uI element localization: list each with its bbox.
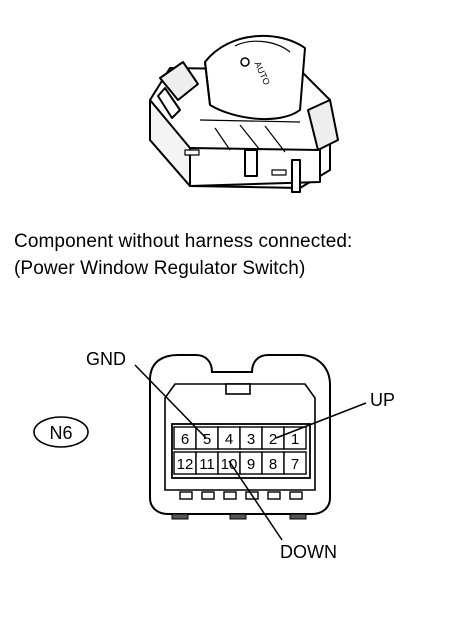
- pin-5: 5: [203, 431, 211, 448]
- pin-1: 1: [291, 431, 299, 448]
- pin-2: 2: [269, 431, 277, 448]
- terminal-grid: [173, 426, 307, 475]
- connector-feet: [171, 513, 307, 520]
- pin-11: 11: [199, 456, 215, 473]
- pin-9: 9: [247, 456, 255, 473]
- down-leader-line: [228, 460, 283, 541]
- up-label: UP: [370, 390, 395, 410]
- caption-line-2: (Power Window Regulator Switch): [14, 258, 306, 279]
- down-label: DOWN: [280, 542, 337, 562]
- pin-3: 3: [247, 431, 255, 448]
- connector-id-label: N6: [49, 423, 72, 443]
- pin-7: 7: [291, 456, 299, 473]
- pin-4: 4: [225, 431, 233, 448]
- gnd-leader-line: [134, 364, 207, 439]
- up-leader-line: [275, 402, 367, 439]
- pin-12: 12: [177, 456, 194, 473]
- pin-10: 10: [221, 456, 238, 473]
- gnd-label: GND: [86, 349, 126, 369]
- pin-8: 8: [269, 456, 277, 473]
- pin-6: 6: [181, 431, 189, 448]
- connector-id-badge: N6: [33, 416, 89, 448]
- power-window-switch-illustration: AUTO: [149, 34, 339, 193]
- caption-line-1: Component without harness connected:: [14, 231, 353, 252]
